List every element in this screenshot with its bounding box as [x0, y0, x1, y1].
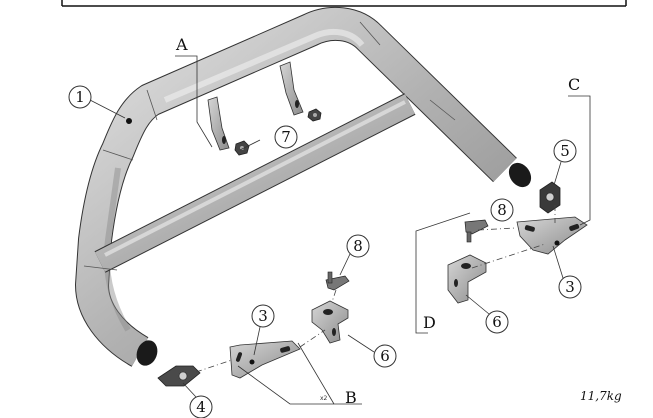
callout-5: 5	[553, 139, 577, 163]
callout-1: 1	[68, 85, 92, 109]
svg-text:5: 5	[560, 142, 570, 160]
label-b: B	[345, 388, 357, 407]
callout-6-left: 6	[347, 334, 397, 368]
left-bracket-group	[157, 271, 350, 387]
callout-8-right: 8	[490, 198, 514, 222]
label-a: A	[175, 35, 188, 54]
upper-mount-tabs	[207, 61, 304, 151]
callout-4: 4	[182, 382, 213, 418]
svg-text:8: 8	[497, 201, 507, 219]
svg-text:8: 8	[353, 237, 363, 255]
callout-7: 7	[274, 125, 298, 149]
svg-text:6: 6	[492, 313, 502, 331]
svg-text:4: 4	[196, 398, 206, 416]
svg-text:3: 3	[565, 278, 575, 296]
multiplier-note: x2	[320, 395, 328, 402]
svg-text:7: 7	[281, 128, 291, 146]
svg-text:6: 6	[380, 347, 390, 365]
weight-label: 11,7kg	[580, 389, 622, 403]
detail-leaders	[89, 55, 591, 405]
svg-text:1: 1	[75, 88, 85, 106]
callout-6-right: 6	[465, 294, 509, 334]
callout-8-left: 8	[339, 234, 370, 276]
svg-text:3: 3	[258, 307, 268, 325]
label-d: D	[423, 313, 436, 332]
label-c: C	[568, 75, 580, 94]
page-frame	[61, 0, 627, 7]
bull-bar-tube	[75, 6, 532, 367]
right-bracket-group	[447, 181, 588, 304]
callout-3-right: 3	[552, 245, 582, 299]
nut-parts	[234, 108, 322, 156]
callout-3-left: 3	[251, 304, 275, 356]
